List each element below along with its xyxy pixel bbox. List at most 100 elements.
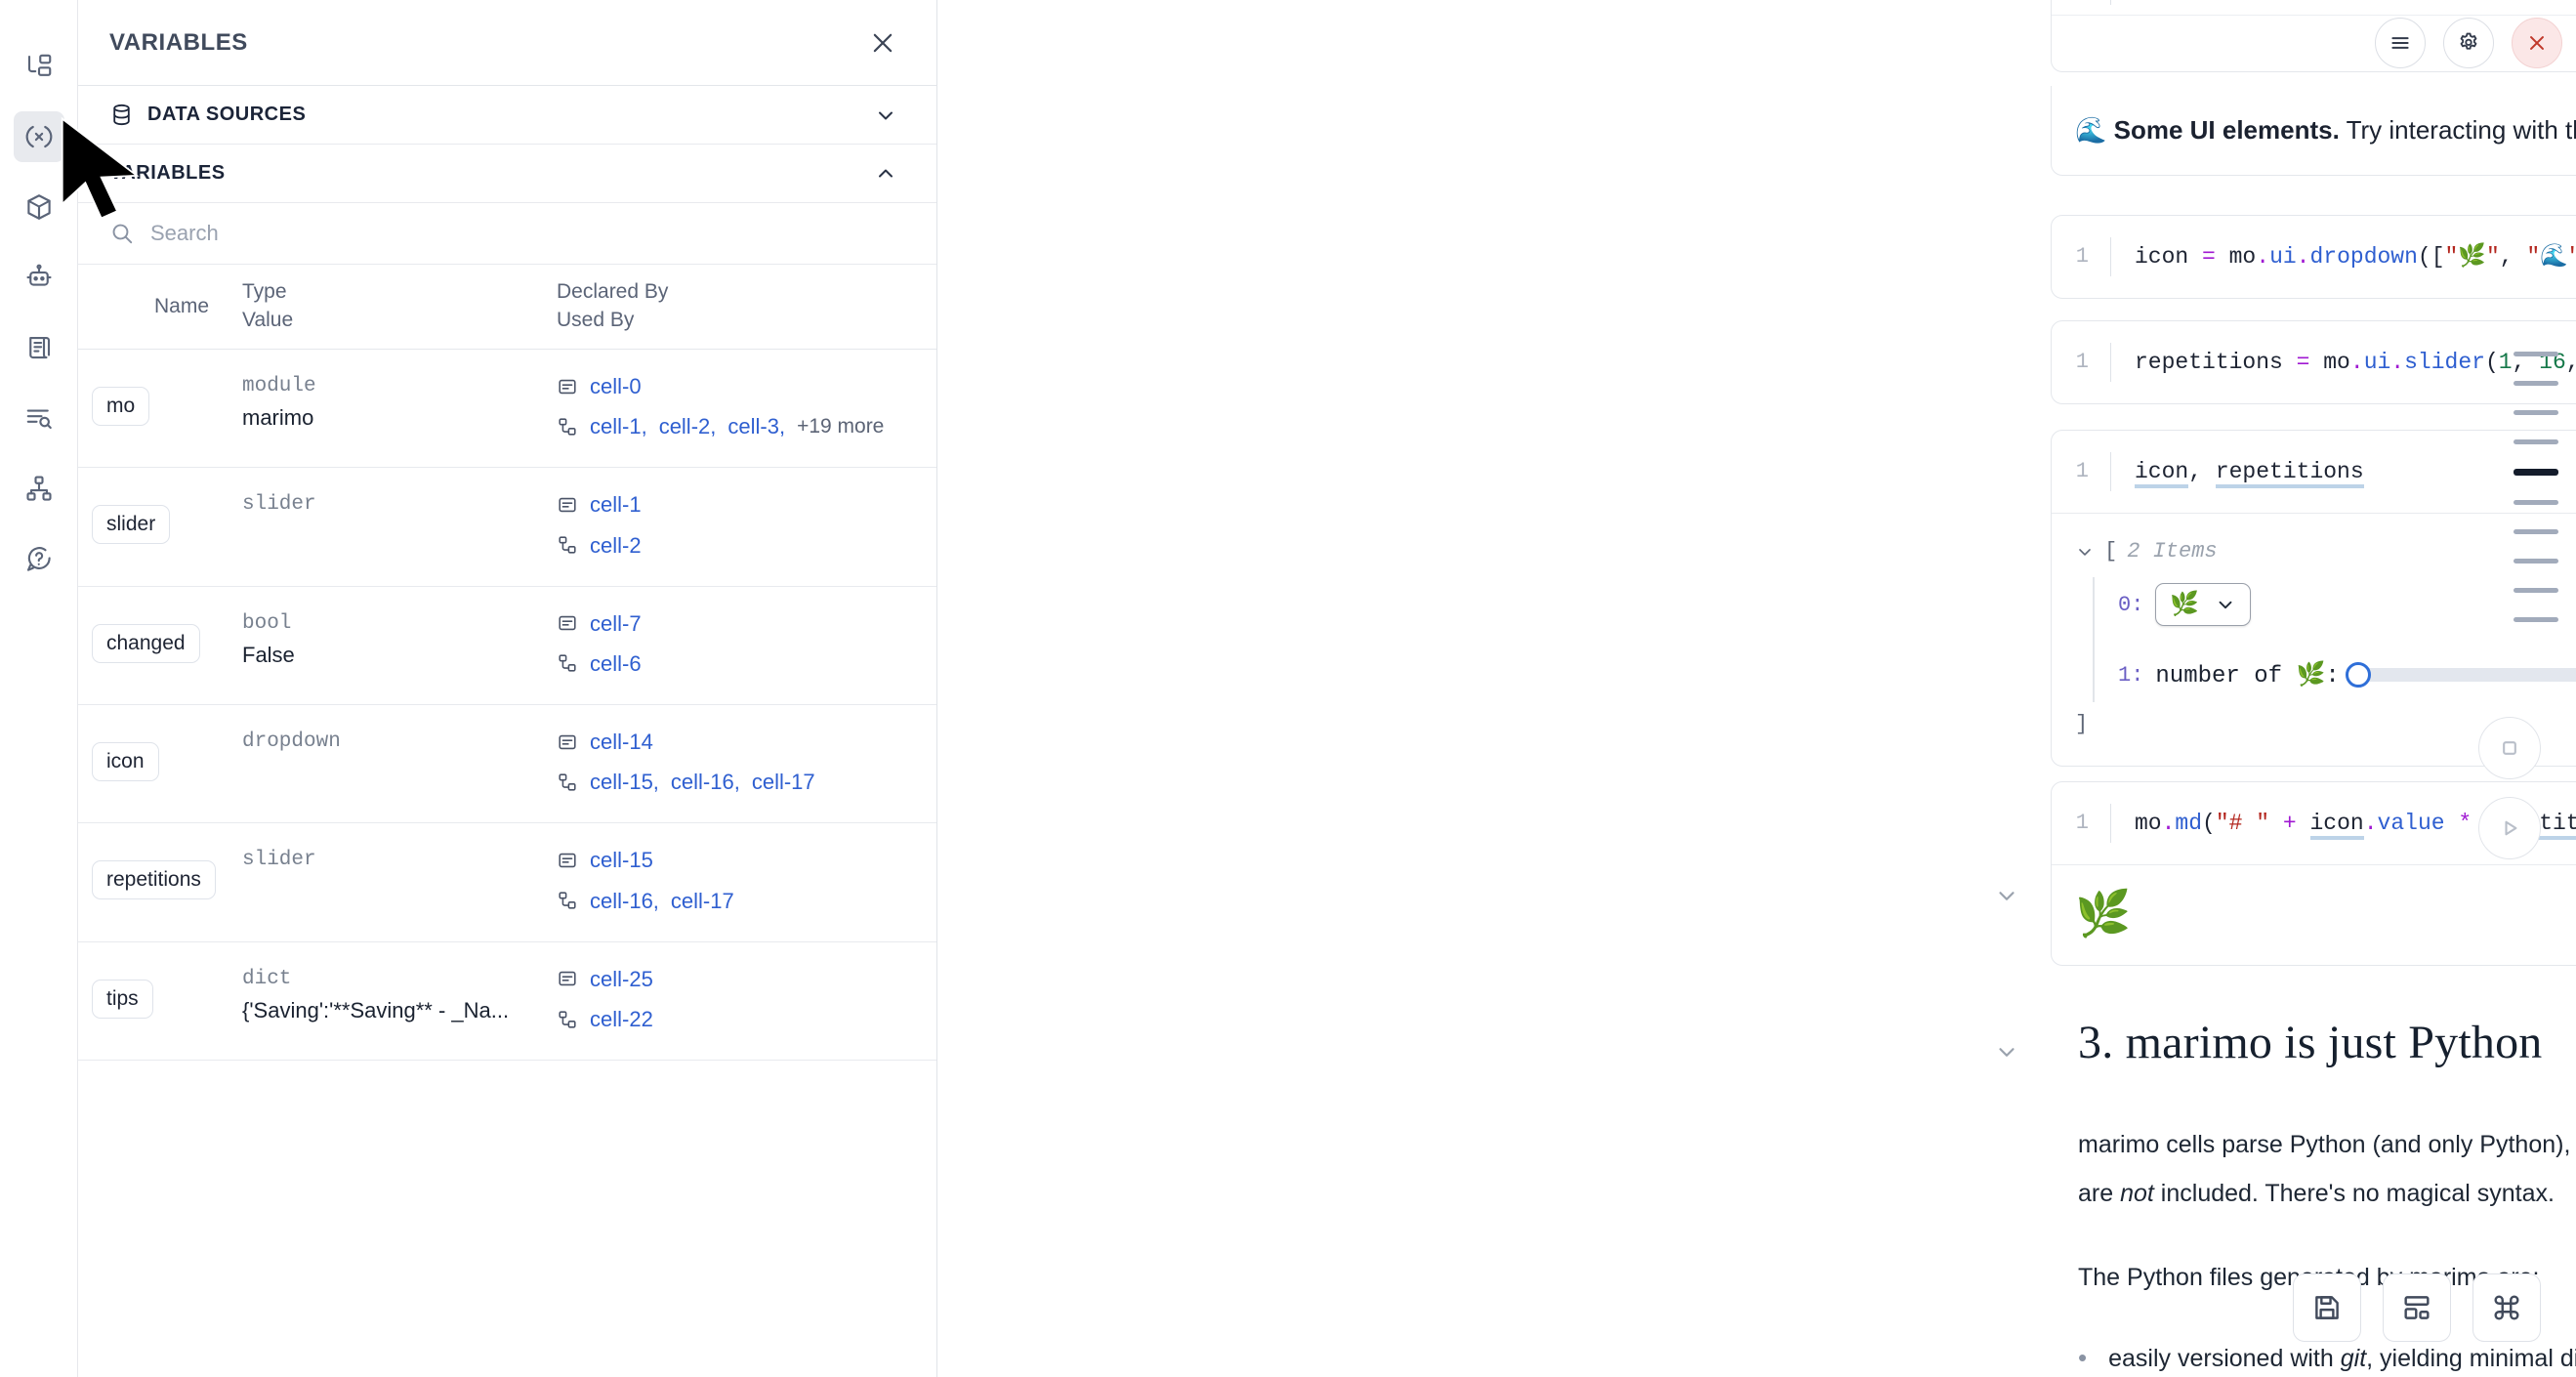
minimap-bar[interactable] bbox=[2514, 559, 2558, 563]
minimap-bar[interactable] bbox=[2514, 617, 2558, 622]
paragraph-1-italic: not bbox=[2120, 1180, 2154, 1207]
wave-emoji: 🌊 bbox=[2075, 115, 2107, 145]
cell-link[interactable]: cell-6 bbox=[590, 650, 642, 676]
variable-name-pill[interactable]: tips bbox=[92, 979, 153, 1019]
minimap-bar[interactable] bbox=[2514, 410, 2558, 415]
minimap-bar[interactable] bbox=[2514, 529, 2558, 534]
packages-icon[interactable] bbox=[14, 182, 64, 232]
section-variables[interactable]: VARIABLES bbox=[78, 145, 936, 203]
slider-label: number of 🌿: bbox=[2155, 660, 2339, 689]
code-cell-icon-dropdown[interactable]: 1 icon = mo.ui.dropdown(["🌿", "🌊", "✨"],… bbox=[2051, 215, 2576, 299]
code-text[interactable]: icon, repetitions bbox=[2110, 452, 2576, 491]
variable-name-cell: mo bbox=[78, 367, 242, 445]
cell-link[interactable]: cell-17 bbox=[670, 888, 734, 913]
minimap-bar[interactable] bbox=[2514, 500, 2558, 505]
cell-link[interactable]: cell-2 bbox=[590, 532, 642, 558]
code-text[interactable]: repetitions = mo.ui.slider(1, 16, label=… bbox=[2110, 343, 2576, 382]
minimap-bar[interactable] bbox=[2514, 381, 2558, 386]
ai-assistant-icon[interactable] bbox=[14, 252, 64, 303]
list-item: • easily versioned with git, yielding mi… bbox=[2078, 1345, 2576, 1373]
slider-thumb[interactable] bbox=[2345, 662, 2371, 688]
variable-name-pill[interactable]: repetitions bbox=[92, 860, 216, 900]
section-data-sources[interactable]: DATA SOURCES bbox=[78, 86, 936, 145]
command-palette-button[interactable] bbox=[2472, 1273, 2541, 1342]
close-icon[interactable] bbox=[2512, 18, 2562, 68]
list-open-bracket: [ bbox=[2104, 539, 2118, 563]
code-editor-row[interactable]: 1 icon = mo.ui.dropdown(["🌿", "🌊", "✨"],… bbox=[2052, 216, 2576, 298]
minimap[interactable] bbox=[2504, 352, 2558, 622]
code-text[interactable]: ""🌊 Some UI elements."" Try interacting … bbox=[2110, 0, 2576, 5]
cell-link[interactable]: cell-17 bbox=[751, 770, 815, 795]
file-explorer-icon[interactable] bbox=[14, 41, 64, 92]
cell-link[interactable]: cell-1 bbox=[590, 492, 642, 518]
bullet-italic: git bbox=[2340, 1345, 2367, 1372]
variable-type: bool bbox=[242, 611, 292, 635]
close-icon[interactable] bbox=[868, 28, 897, 58]
variable-name-pill[interactable]: slider bbox=[92, 505, 171, 545]
used-by-more-label[interactable]: +19 more bbox=[797, 414, 885, 438]
variables-icon[interactable] bbox=[13, 111, 64, 162]
section-label-data-sources: DATA SOURCES bbox=[147, 104, 307, 125]
variable-type-value-cell: dropdown bbox=[242, 723, 557, 758]
cell-link[interactable]: cell-14 bbox=[590, 730, 653, 755]
search-bar[interactable] bbox=[78, 203, 936, 265]
cell-link[interactable]: cell-2, bbox=[658, 414, 717, 439]
scratchpad-icon[interactable] bbox=[14, 322, 64, 373]
cell-link[interactable]: cell-1, bbox=[590, 414, 647, 439]
minimap-bar[interactable] bbox=[2514, 439, 2558, 444]
menu-icon[interactable] bbox=[2375, 18, 2426, 68]
prose-block: 3. marimo is just Python marimo cells pa… bbox=[2078, 1016, 2576, 1373]
line-number: 1 bbox=[2075, 244, 2089, 269]
icon-dropdown-widget[interactable]: 🌿 bbox=[2155, 583, 2252, 626]
run-button[interactable] bbox=[2478, 797, 2541, 859]
variable-type-value-cell: slider bbox=[242, 841, 557, 876]
help-icon[interactable] bbox=[14, 533, 64, 584]
find-replace-icon[interactable] bbox=[14, 393, 64, 443]
cell-link[interactable]: cell-3, bbox=[727, 414, 786, 439]
variable-name-pill[interactable]: mo bbox=[92, 386, 150, 426]
minimap-bar[interactable] bbox=[2514, 588, 2558, 593]
gear-icon[interactable] bbox=[2443, 18, 2494, 68]
dependency-graph-icon[interactable] bbox=[14, 463, 64, 514]
chevron-up-icon[interactable] bbox=[874, 162, 897, 186]
fold-caret-heading[interactable] bbox=[1990, 1035, 2023, 1068]
code-editor-row[interactable]: 1 ""🌊 Some UI elements."" Try interactin… bbox=[2052, 0, 2576, 15]
repetitions-slider-widget[interactable] bbox=[2345, 662, 2576, 688]
list-item: 1: number of 🌿: bbox=[2118, 647, 2576, 702]
list-close-bracket: ] bbox=[2075, 712, 2089, 736]
stop-button[interactable] bbox=[2478, 717, 2541, 779]
list-output-header[interactable]: [ 2 Items bbox=[2075, 539, 2576, 563]
chevron-down-icon[interactable] bbox=[2215, 594, 2236, 615]
cell-link[interactable]: cell-16, bbox=[670, 770, 740, 795]
minimap-bar[interactable] bbox=[2514, 352, 2558, 356]
bottom-toolbar bbox=[2293, 1273, 2541, 1342]
variable-name-pill[interactable]: changed bbox=[92, 623, 200, 663]
declared-by-line: cell-7 bbox=[557, 606, 936, 641]
cell-link[interactable]: cell-22 bbox=[590, 1007, 653, 1031]
minimap-bar[interactable] bbox=[2514, 469, 2558, 476]
search-input[interactable] bbox=[150, 221, 905, 246]
cell-link[interactable]: cell-15, bbox=[590, 770, 659, 795]
code-editor-row[interactable]: 1 repetitions = mo.ui.slider(1, 16, labe… bbox=[2052, 321, 2576, 403]
fold-caret-md-cell[interactable] bbox=[1990, 879, 2023, 912]
bullet-text: easily versioned with git, yielding mini… bbox=[2108, 1345, 2576, 1373]
save-button[interactable] bbox=[2293, 1273, 2361, 1342]
chevron-down-icon[interactable] bbox=[2075, 542, 2095, 562]
cell-link[interactable]: cell-7 bbox=[590, 610, 642, 636]
cell-link[interactable]: cell-15 bbox=[590, 848, 653, 873]
code-text[interactable]: icon = mo.ui.dropdown(["🌿", "🌊", "✨"], v… bbox=[2110, 237, 2576, 276]
layout-button[interactable] bbox=[2383, 1273, 2451, 1342]
cell-link[interactable]: cell-25 bbox=[590, 966, 653, 991]
code-cell-repetitions-slider[interactable]: 1 repetitions = mo.ui.slider(1, 16, labe… bbox=[2051, 320, 2576, 404]
code-editor-row[interactable]: 1 icon, repetitions bbox=[2052, 431, 2576, 513]
variable-name-pill[interactable]: icon bbox=[92, 742, 159, 782]
cell-link[interactable]: cell-0 bbox=[590, 373, 642, 398]
code-cell-icon-repetitions[interactable]: 1 icon, repetitions [ 2 Items 0: bbox=[2051, 430, 2576, 767]
variable-value: {'Saving':'**Saving** - _Na... bbox=[242, 998, 510, 1023]
chevron-down-icon[interactable] bbox=[874, 104, 897, 127]
cell-link[interactable]: cell-16, bbox=[590, 888, 659, 913]
line-number: 1 bbox=[2075, 811, 2089, 835]
markdown-rest-text: Try interacting with the below elements. bbox=[2346, 115, 2576, 145]
